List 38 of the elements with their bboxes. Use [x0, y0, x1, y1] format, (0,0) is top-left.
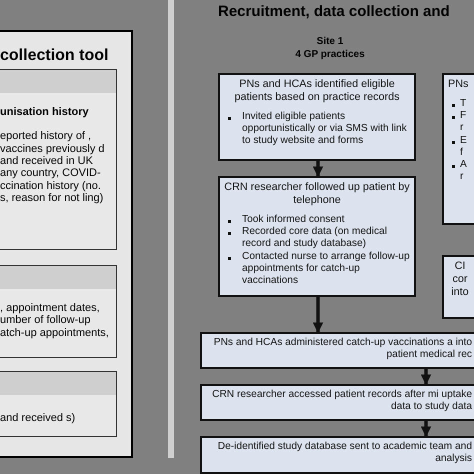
- process-box: [442, 255, 474, 319]
- panel: [0, 30, 133, 458]
- arrow: [312, 161, 324, 178]
- bullet-item: E f: [448, 134, 472, 160]
- site-label: 4 GP practices: [294, 49, 366, 60]
- process-box: [218, 73, 416, 161]
- site-label: Site 1: [316, 36, 344, 47]
- process-box: [442, 73, 474, 225]
- box-heading: CRN researcher accessed patient records after mi uptake data to study data: [211, 389, 472, 414]
- panel-heading: collection tool: [0, 47, 108, 65]
- arrow: [312, 297, 324, 334]
- bullet-item: Took informed consent: [224, 214, 410, 226]
- arrow: [420, 369, 432, 386]
- bullet-item: Recorded core data (on medical record and study database): [224, 226, 410, 251]
- box-heading: De-identified study database sent to academic team and analysis: [216, 441, 472, 466]
- arrow: [420, 421, 432, 438]
- section-box: [0, 371, 117, 437]
- box-heading: PNs: [448, 78, 470, 91]
- section-box: [0, 265, 117, 358]
- section-text: , appointment dates, umber of follow-up atch-up appointments,: [0, 302, 110, 339]
- process-box: [200, 332, 474, 369]
- box-heading: PNs and HCAs identified eligible patients based on practice records: [233, 78, 401, 104]
- process-box: [200, 384, 474, 421]
- process-box: [218, 176, 416, 297]
- section-heading: unisation history: [0, 106, 89, 118]
- box-heading: PNs and HCAs administered catch-up vaccinations a into patient medical rec: [212, 337, 472, 362]
- section-text: and received s): [0, 412, 76, 424]
- bullet-item: Invited eligible patients opportunistically or via SMS with link to study website and forms: [224, 110, 410, 148]
- section-box: [0, 69, 117, 250]
- bullet-item: Contacted nurse to arrange follow-up appointments for catch-up vaccinations: [224, 250, 410, 288]
- bullet-item: F r: [448, 110, 472, 135]
- section-text: eported history of , vaccines previously d and received in UK any country, COVID- ccination history (no. s, reason for not ling): [0, 130, 106, 204]
- process-box: [200, 436, 474, 474]
- box-heading: CI cor into: [450, 260, 470, 299]
- bullet-item: A r: [448, 159, 472, 184]
- box-heading: CRN researcher followed up patient by telephone: [224, 181, 410, 207]
- bullet-item: T: [448, 98, 472, 110]
- diagram-title: Recruitment, data collection and: [218, 3, 450, 20]
